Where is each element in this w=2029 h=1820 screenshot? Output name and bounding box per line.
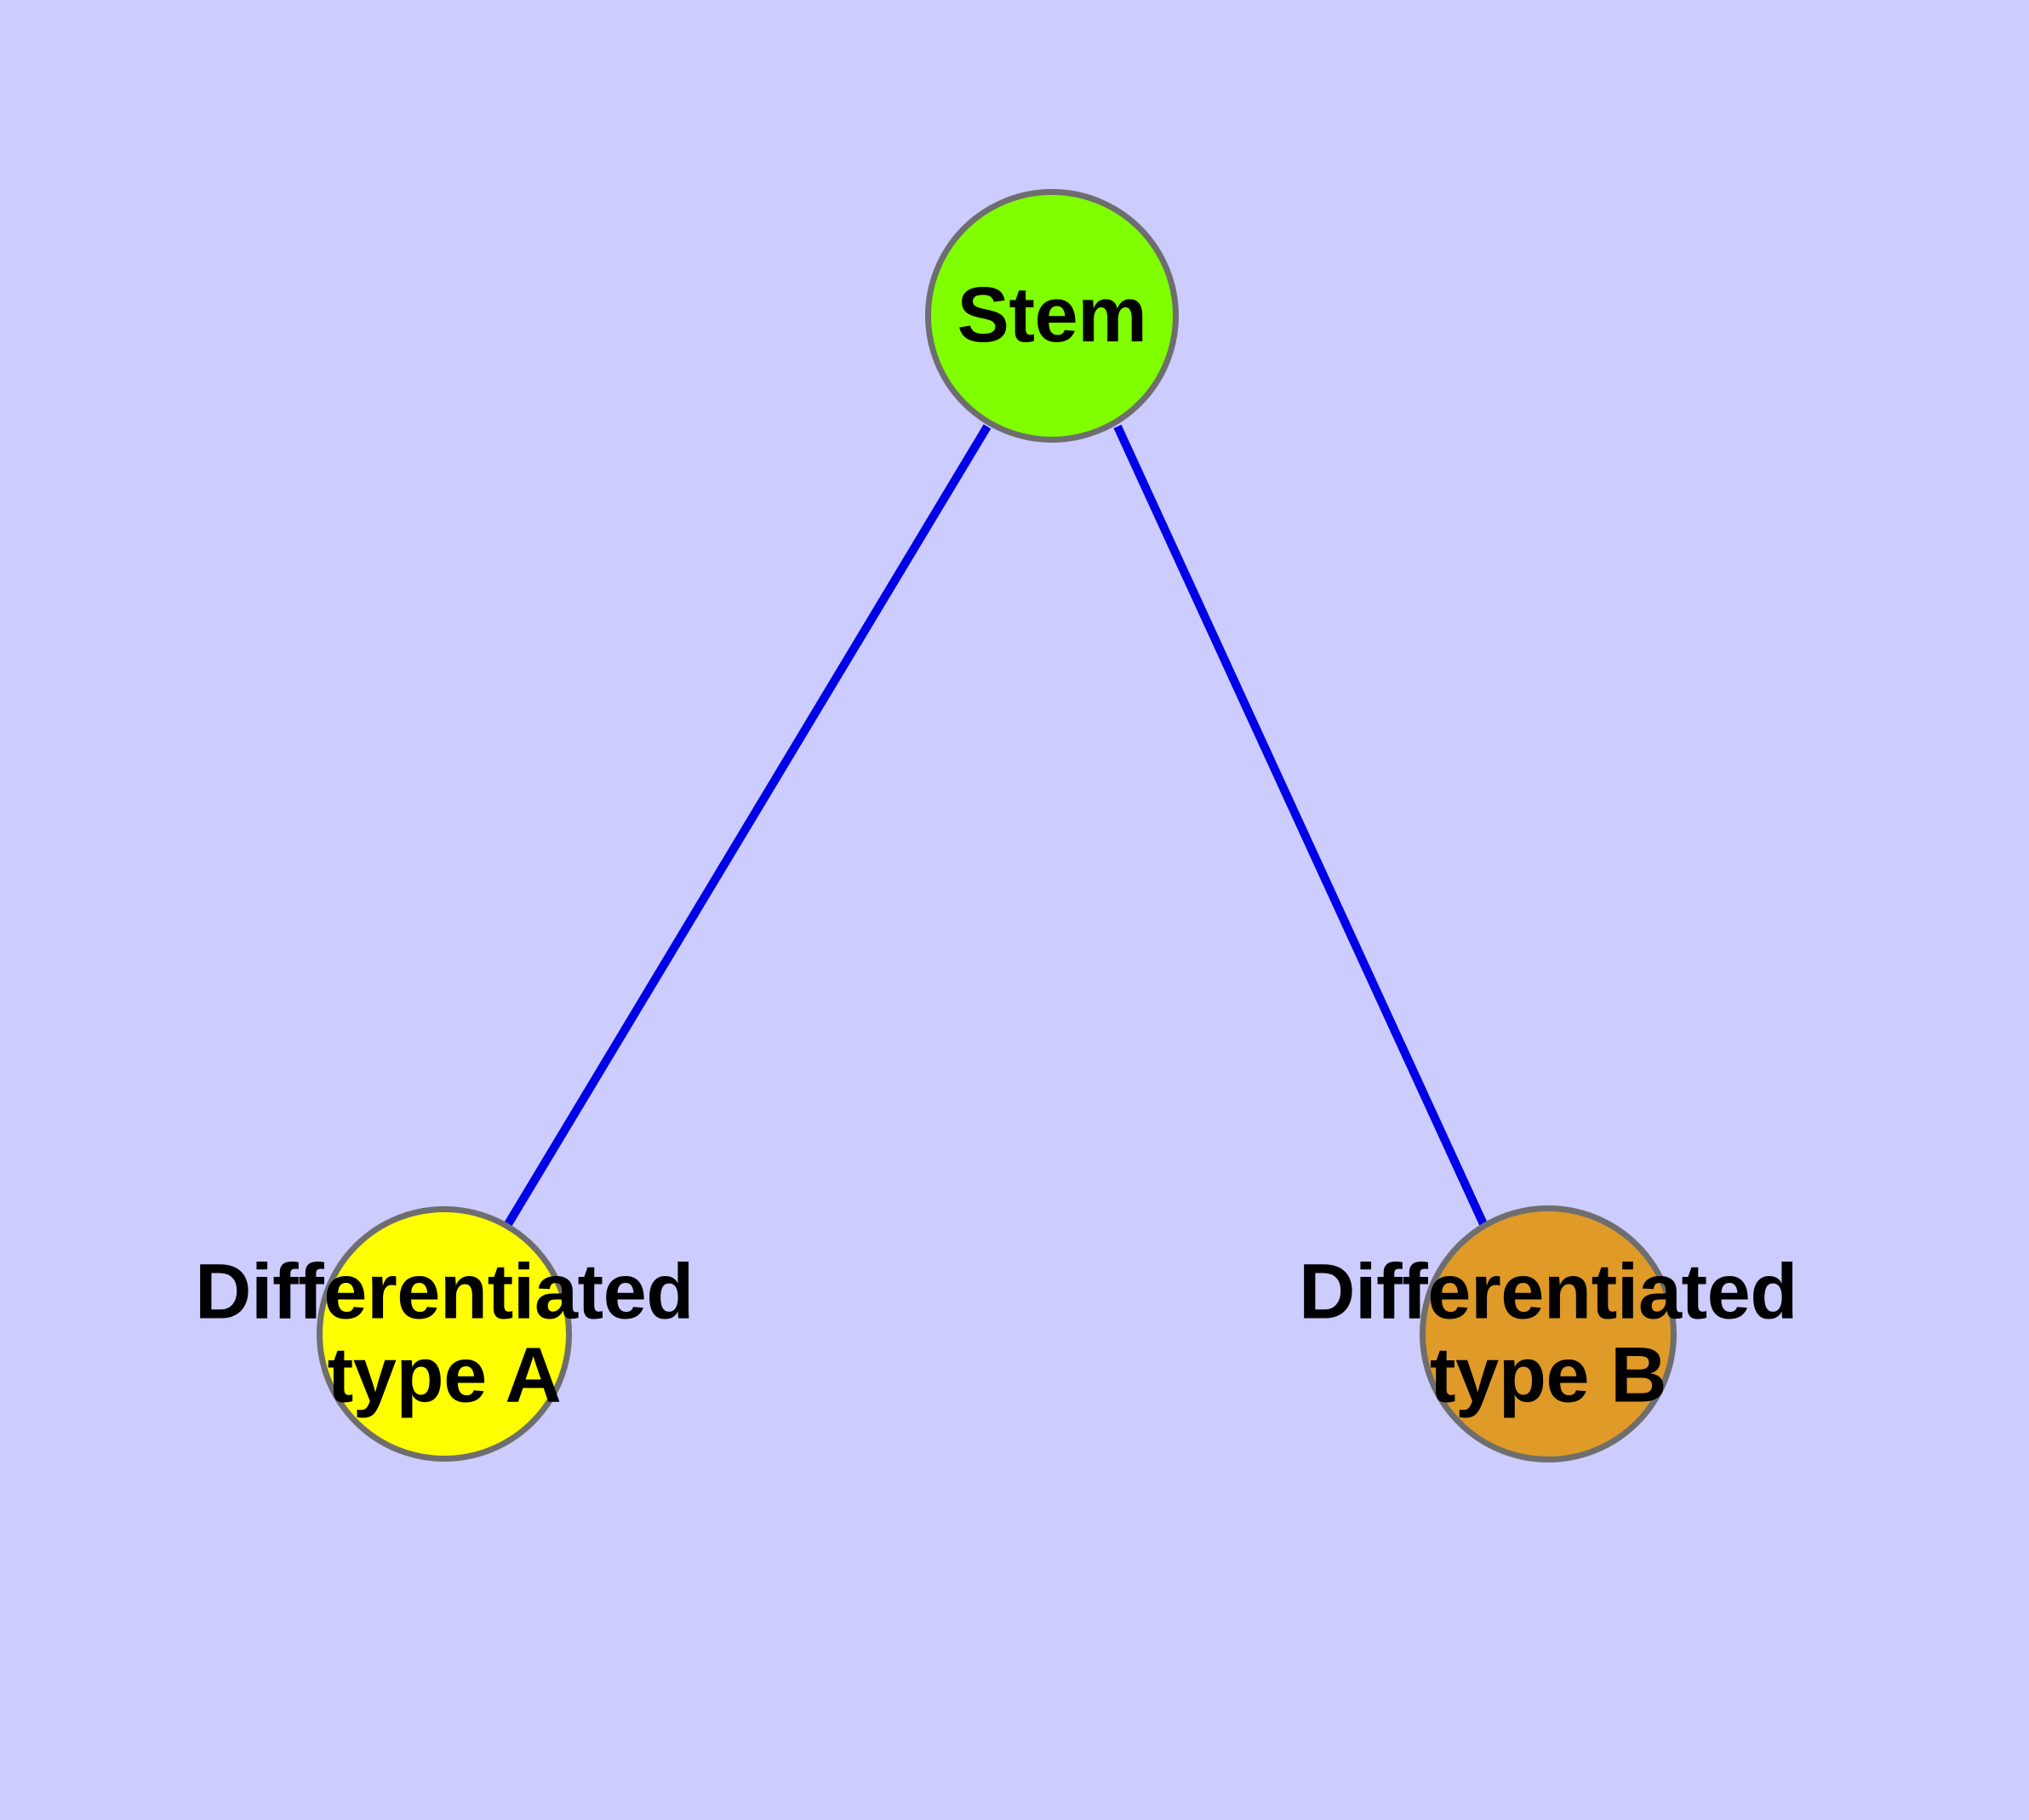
node-differentiated-type-a[interactable] — [317, 1206, 572, 1462]
edge-stem-to-differentiated-type-a — [504, 424, 992, 1227]
edge-stem-to-differentiated-type-b — [1113, 424, 1488, 1227]
node-stem[interactable] — [925, 189, 1179, 443]
node-differentiated-type-b[interactable] — [1420, 1205, 1677, 1462]
